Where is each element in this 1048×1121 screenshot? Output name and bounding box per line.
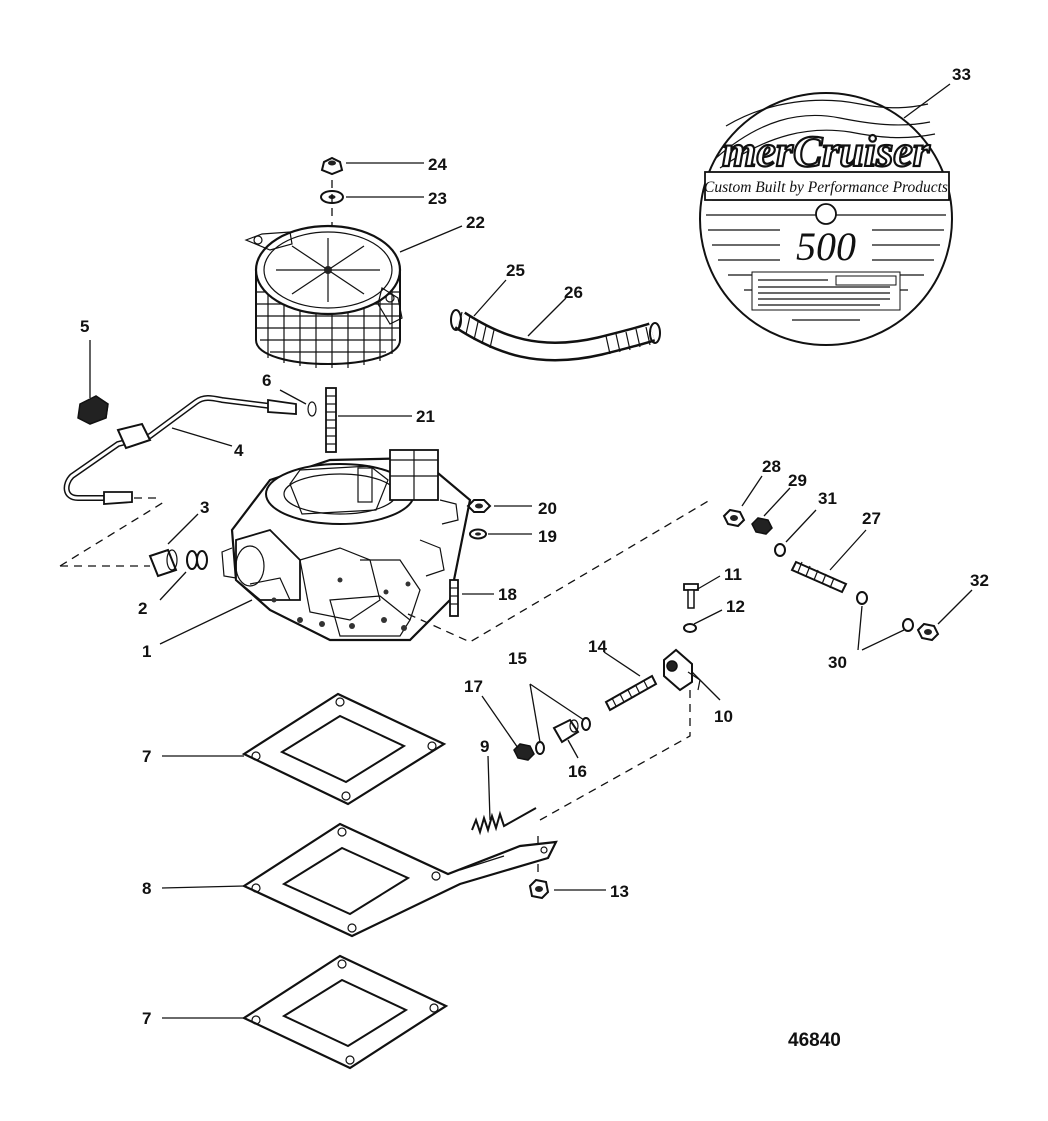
leader-lines [89, 83, 973, 1019]
gasket-7-upper [241, 692, 447, 806]
callout-3: 3 [200, 498, 209, 517]
callout-2: 2 [138, 599, 147, 618]
washers-30 [856, 591, 914, 632]
callout-5: 5 [80, 317, 89, 336]
bracket-10 [663, 648, 701, 692]
callout-7-lower: 7 [142, 1009, 151, 1028]
callout-14: 14 [588, 637, 607, 656]
spring-9 [471, 807, 537, 836]
nut-13 [528, 878, 550, 900]
callout-21: 21 [416, 407, 435, 426]
washer-19 [469, 528, 487, 540]
callout-25: 25 [506, 261, 525, 280]
nut-17 [513, 743, 535, 761]
decal-tagline: Custom Built by Performance Products [704, 179, 948, 196]
hose-25-26 [450, 309, 661, 362]
callout-20: 20 [538, 499, 557, 518]
callout-15: 15 [508, 649, 527, 668]
filter-2 [186, 550, 208, 570]
callout-32: 32 [970, 571, 989, 590]
carburetor-1 [221, 449, 472, 642]
callout-33: 33 [952, 65, 971, 84]
callout-24: 24 [428, 155, 447, 174]
decal-model: 500 [796, 224, 856, 269]
plate-8 [241, 822, 558, 938]
callout-17: 17 [464, 677, 483, 696]
spacer-16 [552, 718, 580, 744]
nut-29 [751, 517, 773, 535]
callout-13: 13 [610, 882, 629, 901]
callout-10: 10 [714, 707, 733, 726]
nut-32 [916, 622, 940, 642]
callout-11: 11 [724, 565, 742, 584]
callout-9: 9 [480, 737, 489, 756]
callout-7-upper: 7 [142, 747, 151, 766]
callout-12: 12 [726, 597, 745, 616]
stud-14 [604, 674, 658, 712]
callout-numbers: 1 2 3 4 5 6 7 7 8 9 10 11 12 13 14 15 16… [80, 65, 989, 1028]
fuel-line-4 [63, 395, 297, 505]
callout-8: 8 [142, 879, 151, 898]
callout-28: 28 [762, 457, 781, 476]
stud-21 [325, 387, 337, 453]
callout-16: 16 [568, 762, 587, 781]
callout-29: 29 [788, 471, 807, 490]
callout-4: 4 [234, 441, 244, 460]
callout-27: 27 [862, 509, 881, 528]
dashed-leaders [59, 497, 711, 878]
callout-1: 1 [142, 642, 151, 661]
fitting-5 [77, 395, 109, 425]
callout-31: 31 [818, 489, 837, 508]
callout-26: 26 [564, 283, 583, 302]
stud-27 [790, 560, 848, 594]
nut-28 [722, 508, 746, 528]
wing-nut-24 [320, 156, 344, 176]
callout-23: 23 [428, 189, 447, 208]
callout-18: 18 [498, 585, 517, 604]
callout-6: 6 [262, 371, 271, 390]
screw-11 [683, 583, 699, 609]
filter-6 [307, 401, 317, 417]
decal-brand: merCruiser [722, 127, 931, 176]
figure-number: 46840 [788, 1030, 841, 1051]
callout-22: 22 [466, 213, 485, 232]
air-cleaner-22 [244, 224, 403, 368]
pin-18 [449, 579, 459, 617]
gasket-7-lower [241, 954, 449, 1070]
callout-19: 19 [538, 527, 557, 546]
callout-30: 30 [828, 653, 847, 672]
nut-20 [466, 499, 492, 513]
washer-31 [774, 543, 786, 557]
fitting-3 [148, 548, 178, 578]
washer-12 [683, 623, 697, 633]
decal-33: merCruiser Custom Built by Performance P… [699, 92, 953, 346]
